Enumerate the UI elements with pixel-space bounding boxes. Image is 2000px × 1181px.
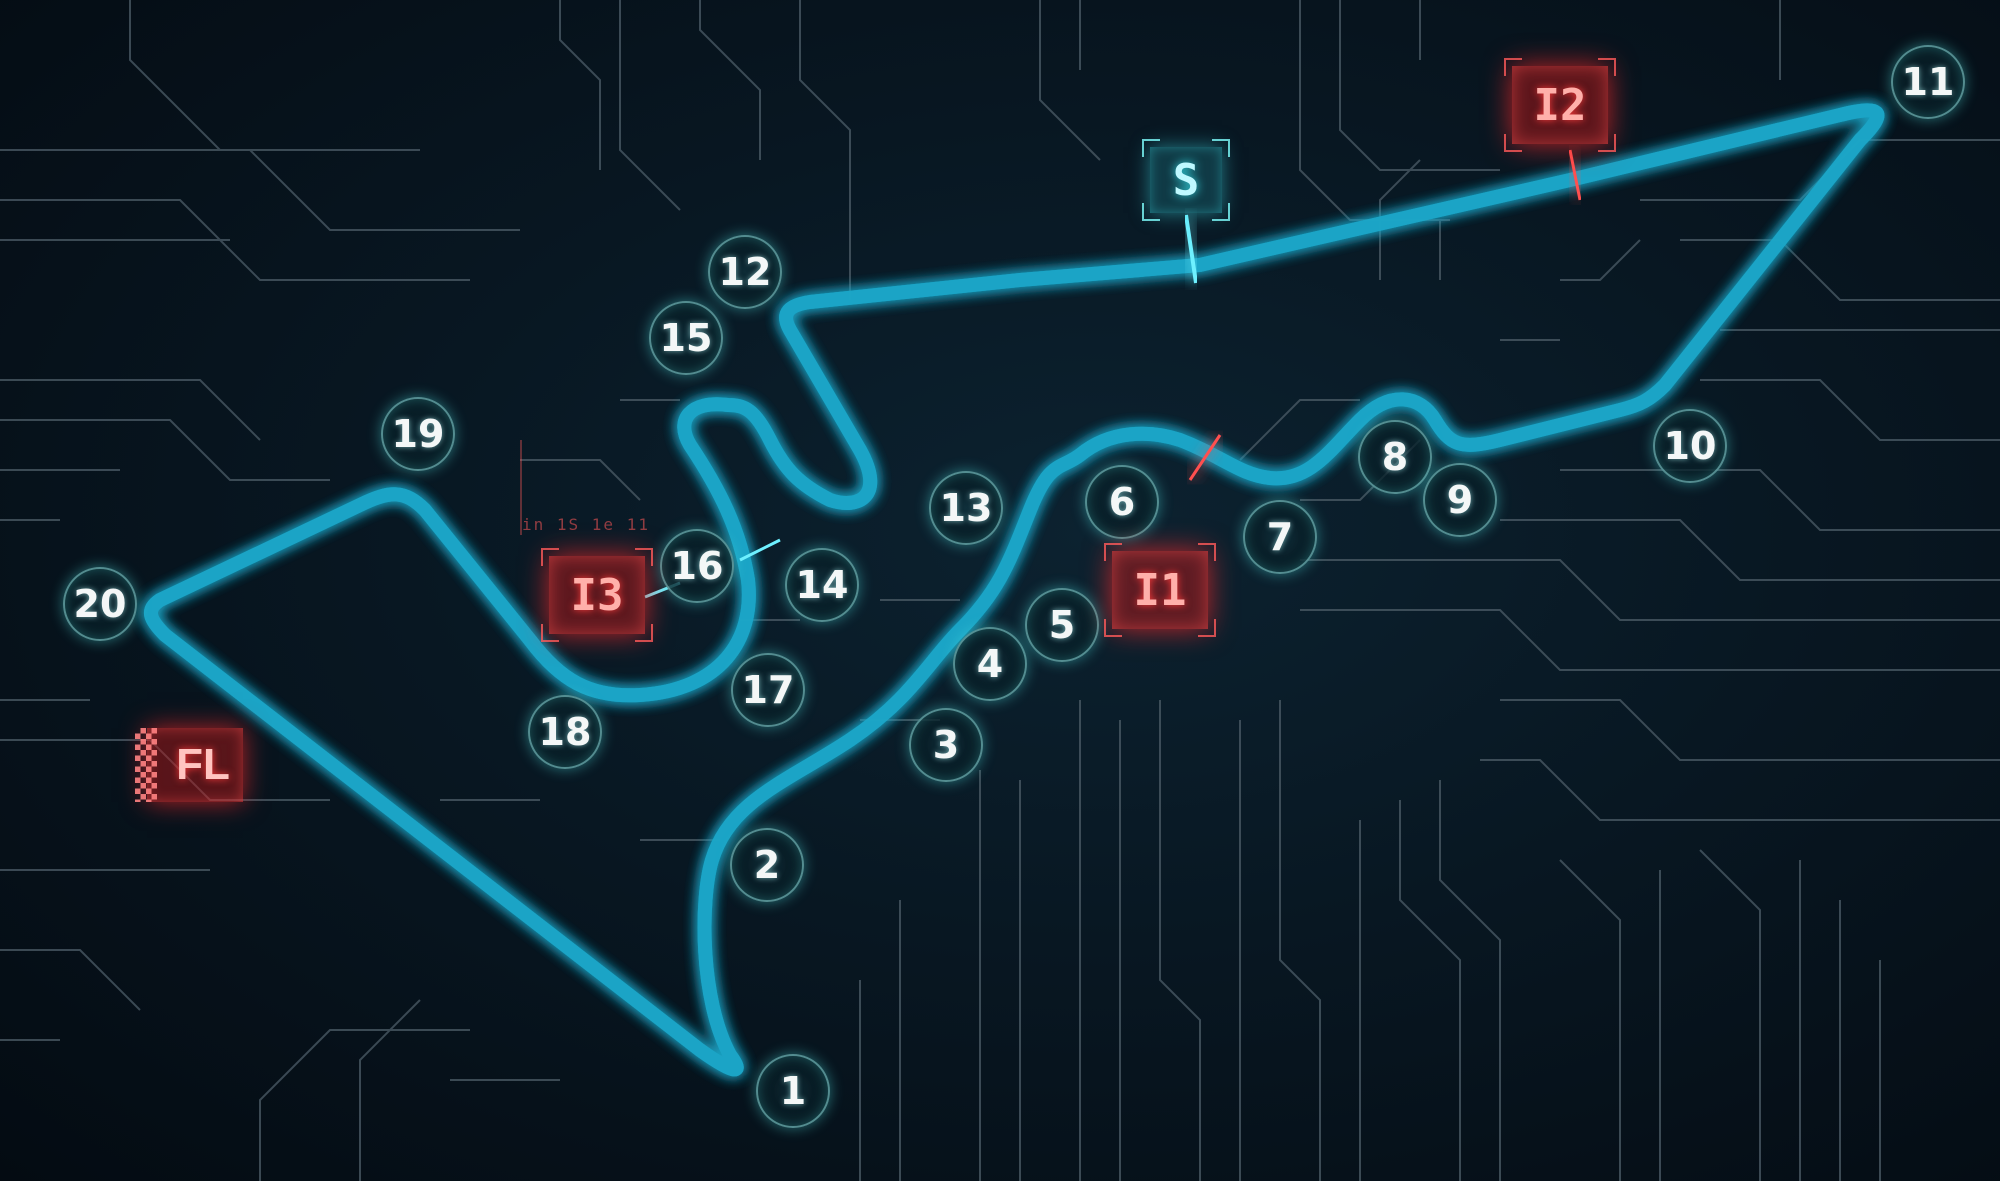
corner-3[interactable]: 3 [909,708,983,782]
corner-19[interactable]: 19 [381,397,455,471]
corner-17[interactable]: 17 [731,653,805,727]
corner-14[interactable]: 14 [785,548,859,622]
start-line [1184,214,1198,284]
corner-18[interactable]: 18 [528,695,602,769]
checkered-flag-icon [135,728,157,802]
corner-13[interactable]: 13 [929,471,1003,545]
corner-1[interactable]: 1 [756,1054,830,1128]
corner-2[interactable]: 2 [730,828,804,902]
corner-12[interactable]: 12 [708,235,782,309]
i3-data-row: in 1S 1e 11 [522,515,650,534]
corner-20[interactable]: 20 [63,567,137,641]
corner-5[interactable]: 5 [1025,588,1099,662]
corner-11[interactable]: 11 [1891,45,1965,119]
start-marker[interactable]: S [1150,147,1222,213]
sector-marker-i2[interactable]: I2 [1512,66,1608,144]
track-outline [144,103,1885,1077]
corner-9[interactable]: 9 [1423,463,1497,537]
sector-marker-i3[interactable]: I3 [549,556,645,634]
sector-marker-i1[interactable]: I1 [1112,551,1208,629]
sector-line-i1 [1188,434,1222,481]
fastest-lap-marker[interactable]: FL [135,728,243,802]
corner-15[interactable]: 15 [649,301,723,375]
i3-data-panel [520,440,662,535]
corner-10[interactable]: 10 [1653,409,1727,483]
sector-line-i3 [739,538,781,562]
corner-16[interactable]: 16 [660,529,734,603]
corner-8[interactable]: 8 [1358,420,1432,494]
sector-line-i2 [1568,149,1582,201]
corner-6[interactable]: 6 [1085,465,1159,539]
corner-7[interactable]: 7 [1243,500,1317,574]
corner-4[interactable]: 4 [953,627,1027,701]
